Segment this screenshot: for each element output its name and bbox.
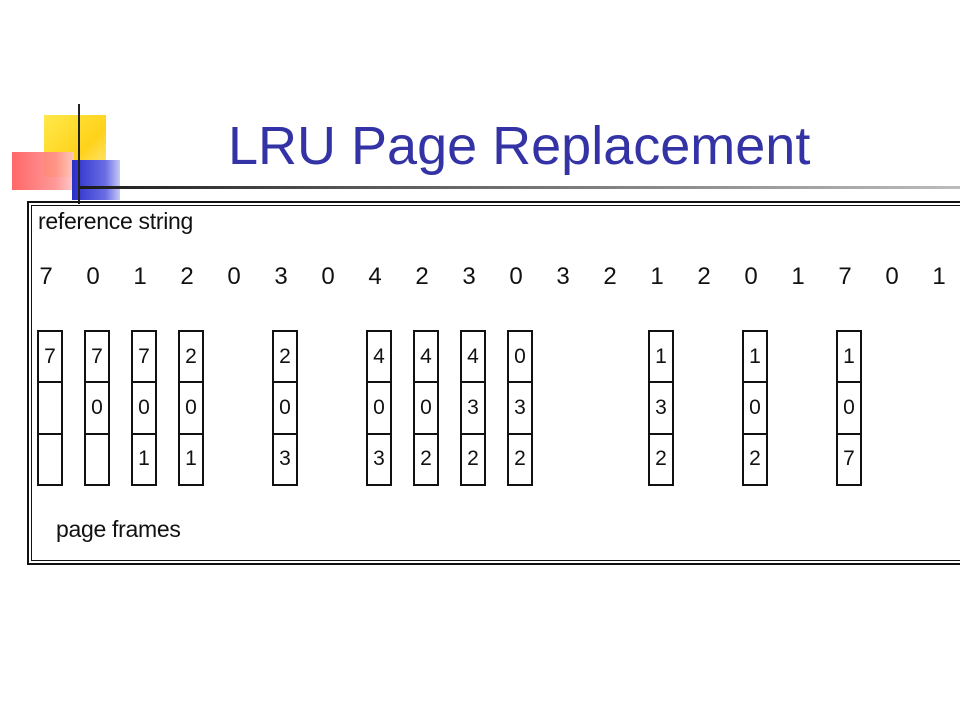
page-frame-cell: 2 [462, 432, 484, 484]
reference-number: 1 [650, 263, 664, 290]
page-frame-cell: 3 [462, 381, 484, 432]
reference-number: 7 [838, 263, 852, 290]
reference-number: 3 [556, 263, 570, 290]
page-frame-cell: 0 [415, 381, 437, 432]
page-frame-cell: 2 [415, 432, 437, 484]
reference-string-label: reference string [38, 208, 193, 234]
slide-logo [0, 0, 140, 210]
reference-number: 2 [697, 263, 711, 290]
page-frame-cell: 3 [368, 432, 390, 484]
page-frame-cell [39, 381, 61, 432]
reference-number: 1 [133, 263, 147, 290]
page-frame-cell: 7 [838, 432, 860, 484]
reference-number: 7 [39, 263, 53, 290]
reference-number: 2 [180, 263, 194, 290]
page-frame-cell: 1 [180, 432, 202, 484]
page-frame-cell: 1 [749, 344, 761, 368]
reference-number: 1 [932, 263, 946, 290]
page-frame-cell [39, 432, 61, 484]
logo-red-square [12, 152, 74, 190]
page-frame-cell: 0 [744, 381, 766, 432]
page-frame-cell: 3 [650, 381, 672, 432]
page-frame-cell: 2 [185, 344, 197, 368]
page-frame-cell: 7 [91, 344, 103, 368]
slide-title: LRU Page Replacement [228, 116, 811, 176]
reference-number: 3 [274, 263, 288, 290]
title-underline [80, 186, 960, 189]
page-frame-cell: 4 [420, 344, 432, 368]
page-frame-cell: 2 [744, 432, 766, 484]
reference-number: 0 [744, 263, 758, 290]
reference-number: 4 [368, 263, 382, 290]
page-frame-cell: 7 [138, 344, 150, 368]
page-frame-cell: 1 [133, 432, 155, 484]
page-frame-cell: 3 [509, 381, 531, 432]
reference-number: 2 [415, 263, 429, 290]
page-frame-column: 7 [37, 330, 63, 486]
reference-number: 2 [603, 263, 617, 290]
page-frame-cell: 1 [655, 344, 667, 368]
page-frame-cell: 3 [274, 432, 296, 484]
reference-number: 0 [885, 263, 899, 290]
page-frame-cell: 0 [274, 381, 296, 432]
page-frame-cell: 2 [279, 344, 291, 368]
page-frame-cell: 0 [86, 381, 108, 432]
reference-number: 0 [509, 263, 523, 290]
page-frame-cell: 2 [650, 432, 672, 484]
page-frame-cell: 2 [509, 432, 531, 484]
reference-number: 0 [321, 263, 335, 290]
page-frame-cell: 4 [373, 344, 385, 368]
reference-string-row: 7 0 1 2 0 3 0 4 2 3 0 3 2 1 2 0 1 7 0 1 [29, 262, 960, 292]
page-frame-cell: 0 [180, 381, 202, 432]
page-frame-cell: 0 [133, 381, 155, 432]
page-frame-cell: 0 [514, 344, 526, 368]
reference-number: 0 [86, 263, 100, 290]
reference-number: 1 [791, 263, 805, 290]
page-frame-cell: 4 [467, 344, 479, 368]
page-frame-cell: 1 [843, 344, 855, 368]
page-frame-cell: 7 [44, 344, 56, 368]
page-frames-label: page frames [56, 516, 181, 542]
reference-number: 3 [462, 263, 476, 290]
reference-number: 0 [227, 263, 241, 290]
page-frame-cell: 0 [838, 381, 860, 432]
logo-vertical-line [78, 104, 80, 204]
page-frame-cell: 0 [368, 381, 390, 432]
logo-blue-square [72, 160, 120, 200]
page-frame-cell [86, 432, 108, 484]
